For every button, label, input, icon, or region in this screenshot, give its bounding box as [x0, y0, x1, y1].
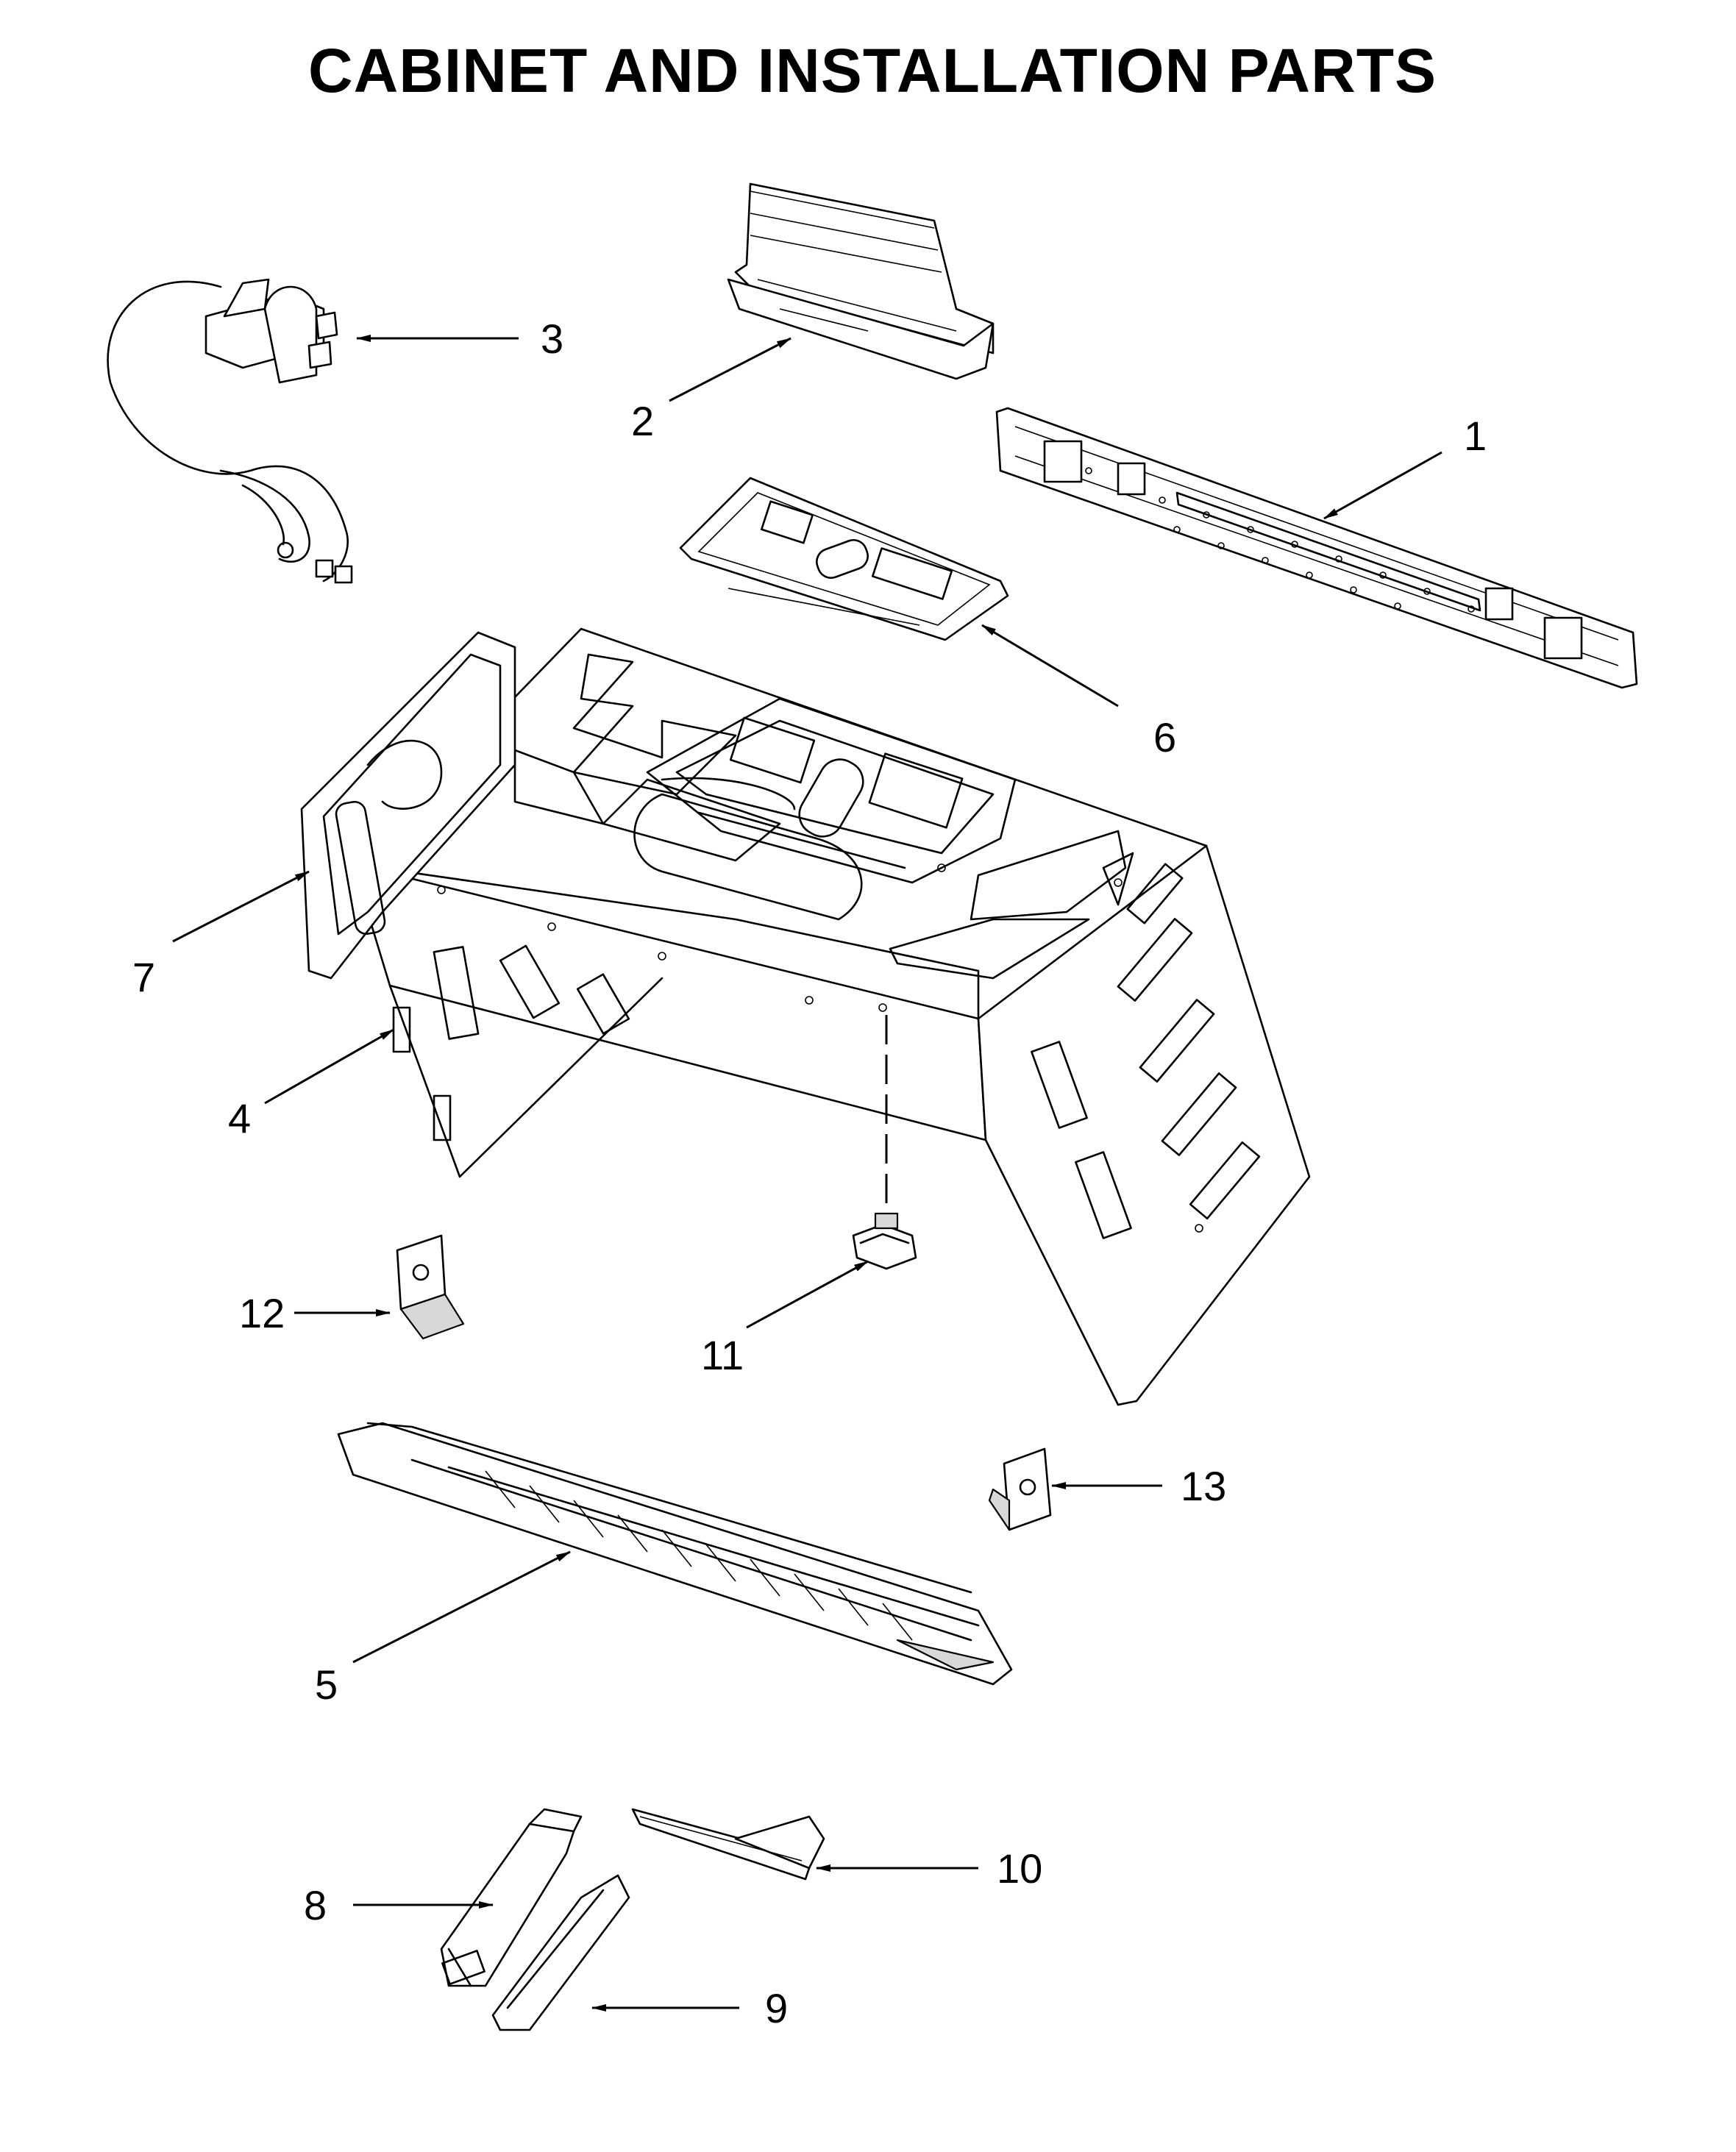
callout-arrow-6	[981, 624, 1119, 708]
callout-8: 8	[304, 1882, 327, 1928]
side-panel-part[interactable]	[300, 631, 516, 980]
callout-arrow-2	[669, 337, 791, 402]
damper-part[interactable]	[727, 182, 995, 380]
callout-9: 9	[765, 1985, 788, 2031]
callout-7: 7	[132, 954, 155, 1000]
callout-3: 3	[541, 316, 563, 362]
power-cord-part[interactable]	[107, 278, 353, 584]
callout-2: 2	[631, 398, 654, 444]
callout-6: 6	[1153, 714, 1176, 760]
callout-arrow-5	[352, 1550, 571, 1664]
left-bracket-part[interactable]	[396, 1234, 465, 1340]
callout-1: 1	[1464, 413, 1487, 459]
top-plate-part[interactable]	[679, 477, 1009, 641]
callout-4: 4	[228, 1095, 251, 1141]
front-rail-part[interactable]	[337, 1422, 1013, 1686]
page-title: CABINET AND INSTALLATION PARTS	[307, 36, 1437, 105]
right-bracket-part[interactable]	[988, 1447, 1052, 1531]
callout-arrows	[172, 335, 1442, 2012]
callout-arrow-11	[746, 1260, 869, 1329]
callout-arrow-7	[172, 870, 310, 943]
rail-part[interactable]	[631, 1808, 825, 1881]
cabinet-wrapper-part[interactable]	[352, 627, 1311, 1406]
callout-13: 13	[1181, 1463, 1226, 1509]
callout-11: 11	[701, 1332, 744, 1378]
callout-12: 12	[239, 1290, 285, 1336]
duct-right-part[interactable]	[491, 1874, 630, 2031]
callout-numbers: 1 2 3 4 5 6 7 8 9 10 11 12 13	[132, 316, 1487, 2031]
duct-left-part[interactable]	[440, 1808, 583, 1987]
callout-arrow-1	[1323, 451, 1442, 520]
callout-10: 10	[997, 1845, 1042, 1892]
callout-5: 5	[315, 1661, 338, 1708]
callout-arrow-4	[264, 1028, 394, 1105]
mounting-plate-part[interactable]	[995, 407, 1638, 689]
switch-clip-part[interactable]	[852, 1212, 917, 1270]
